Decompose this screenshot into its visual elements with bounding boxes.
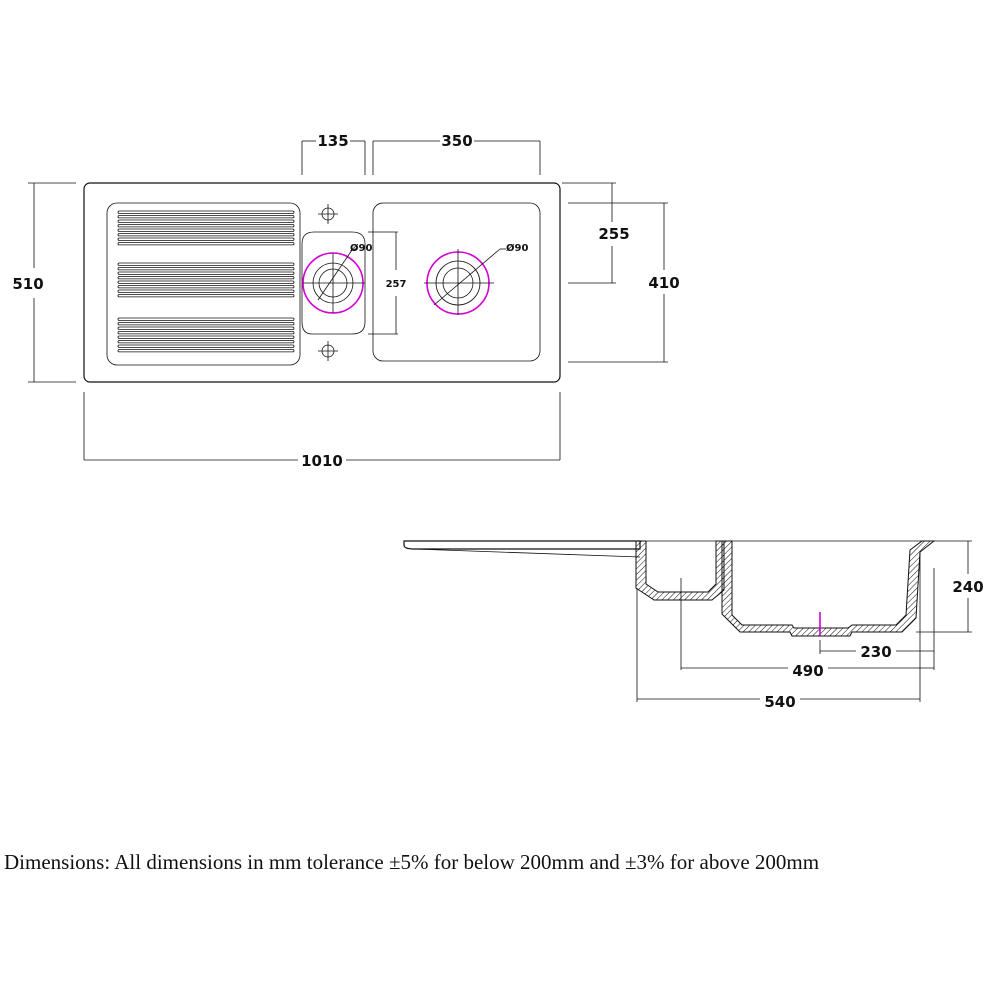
dim-large-bowl-offset [562, 182, 616, 284]
drainer-groove [117, 349, 295, 353]
dim-large-bowl-depth [568, 202, 668, 363]
large-waste [424, 248, 506, 315]
dim-350-label: 350 [441, 132, 472, 150]
dim-230-label: 230 [860, 643, 891, 661]
sink-outline [83, 182, 561, 383]
dim-540-label: 540 [764, 693, 795, 711]
dimensions-note: Dimensions: All dimensions in mm toleran… [4, 850, 820, 874]
sink-technical-drawing: Ø90 Ø90 135 350 [12, 132, 984, 711]
drainer-groove [117, 294, 295, 298]
dim-inner-width [680, 568, 935, 670]
drainer-groove [117, 289, 295, 293]
drainer-grooves [117, 210, 295, 353]
dim-small-bowl-depth [368, 231, 398, 335]
small-waste-label: Ø90 [350, 242, 372, 254]
drainer-section [403, 540, 641, 550]
tap-hole-bottom [318, 341, 338, 361]
drainer-groove [117, 331, 295, 335]
small-bowl-section [635, 540, 725, 601]
drainer-groove [117, 340, 295, 344]
dim-490-label: 490 [792, 662, 823, 680]
dim-135-label: 135 [317, 132, 348, 150]
drainer-groove [117, 233, 295, 237]
dim-depth [916, 540, 972, 633]
drainer-groove [117, 228, 295, 232]
drainer-groove [117, 322, 295, 326]
drainer-area [106, 202, 301, 366]
dim-240-label: 240 [952, 578, 983, 596]
dim-410-label: 410 [648, 274, 679, 292]
dim-255-label: 255 [598, 225, 629, 243]
drainer-groove [117, 219, 295, 223]
drainer-groove [117, 224, 295, 228]
tap-hole-top [318, 204, 338, 224]
small-waste [302, 247, 365, 314]
large-waste-label: Ø90 [506, 242, 528, 254]
drainer-groove [117, 210, 295, 214]
dim-small-bowl-width [301, 140, 366, 175]
section-view: 240 230 490 540 [403, 540, 984, 711]
drainer-groove [117, 280, 295, 284]
dim-large-bowl-width [372, 140, 541, 175]
dim-510-label: 510 [12, 275, 43, 293]
large-bowl [372, 202, 541, 362]
large-bowl-section [721, 540, 936, 637]
dim-outer-width [636, 552, 921, 702]
drainer-groove [117, 344, 295, 348]
dim-257-label: 257 [386, 279, 407, 290]
drainer-groove [117, 276, 295, 280]
drainer-groove [117, 335, 295, 339]
drainer-groove [117, 285, 295, 289]
dim-overall-width [83, 392, 561, 461]
drainer-groove [117, 242, 295, 246]
dim-overall-depth [28, 182, 76, 383]
small-bowl [301, 231, 366, 335]
drainer-groove [117, 271, 295, 275]
top-view: Ø90 Ø90 135 350 [12, 132, 679, 470]
drainer-groove [117, 262, 295, 266]
drainer-groove [117, 326, 295, 330]
drainer-groove [117, 237, 295, 241]
dim-1010-label: 1010 [301, 452, 343, 470]
drainer-groove [117, 317, 295, 321]
drainer-groove [117, 215, 295, 219]
dim-waste-offset [819, 640, 934, 654]
drainer-groove [117, 267, 295, 271]
